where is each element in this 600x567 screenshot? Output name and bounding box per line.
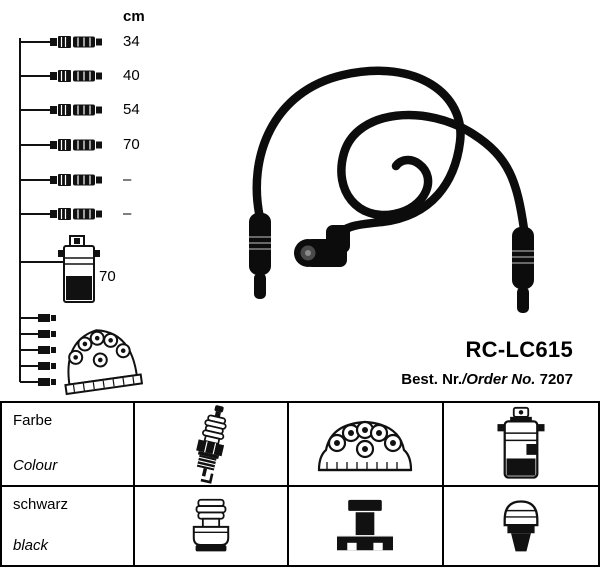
cable-row-icon [20,36,102,220]
product-info: RC-LC615 Best. Nr./Order No. 7207 [401,337,573,388]
value-label-cell: schwarz black [2,487,135,565]
spark-plug-connector-cell [135,487,290,565]
spark-plug-connector-icon [182,497,240,555]
distributor-cap-icon [315,412,415,476]
distributor-cap-cell [289,403,444,487]
plug-boot-left [249,213,271,299]
spec-table: Farbe Colour [0,401,600,567]
order-number-line: Best. Nr./Order No. 7207 [401,371,573,388]
length-value-5: – [123,171,132,188]
plug-boot-right [512,227,534,313]
color-label-cell: Farbe Colour [2,403,135,487]
distributor-connector-icon [330,498,400,554]
length-value-2: 40 [123,67,140,84]
color-label-en: Colour [13,457,58,474]
color-label-de: Farbe [13,412,53,429]
order-label-en: /Order No. [462,371,536,388]
length-value-3: 54 [123,101,140,118]
unit-label: cm [123,8,145,25]
coil-length-value: 70 [99,268,116,285]
distributor-cap-diagram [64,329,144,396]
ignition-coil-icon [492,406,550,482]
product-code: RC-LC615 [465,337,573,362]
distributor-connector-cell [289,487,444,565]
spark-plug-cell [135,403,290,487]
length-diagram: cm 34 40 54 70 – – 70 [0,0,185,400]
ignition-coil-cell [443,403,598,487]
distributor-leads [20,314,56,386]
elbow-boot-center [294,225,350,267]
spark-plug-icon [171,403,251,485]
coil-symbol-diagram [20,235,100,303]
coil-connector-icon [492,497,550,555]
length-value-1: 34 [123,33,140,50]
cable-set-photo [195,35,585,330]
ignition-cable-left [252,66,465,239]
length-diagram-drawing [19,36,144,396]
order-number: 7207 [539,371,573,388]
coil-connector-cell [444,487,598,565]
value-label-de: schwarz [13,496,69,513]
cable-set-drawing [249,66,534,313]
length-value-4: 70 [123,136,140,153]
order-label-de: Best. Nr. [401,371,463,388]
value-label-en: black [13,537,49,554]
length-value-6: – [123,205,132,222]
ignition-cable-right [337,110,529,234]
